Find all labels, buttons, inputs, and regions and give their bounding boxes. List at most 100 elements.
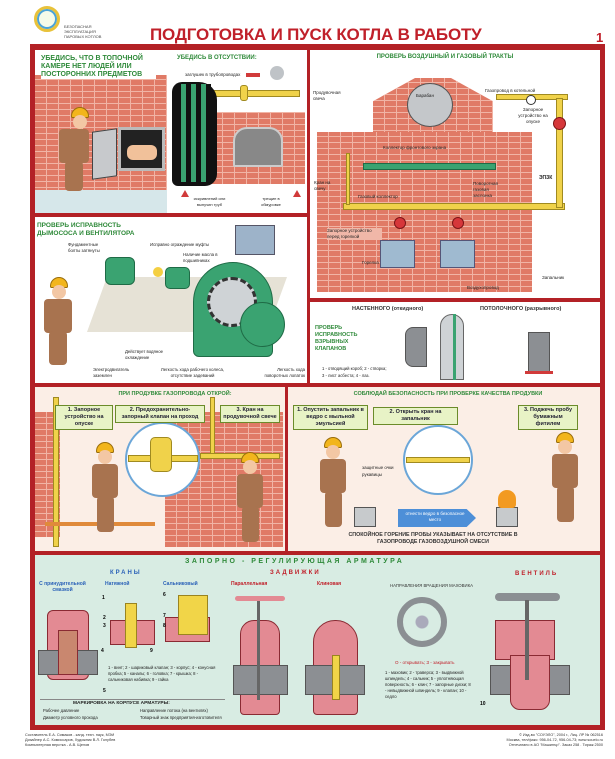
furnace-heading: УБЕДИСЬ, ЧТО В ТОПОЧНОЙ КАМЕРЕ НЕТ ЛЮДЕЙ… [41, 55, 156, 79]
series-name: БЕЗОПАСНАЯ ЭКСПЛУАТАЦИЯ ПАРОВЫХ КОТЛОВ [64, 24, 102, 39]
bucket-icon [354, 507, 376, 527]
move-bucket-text: отнести ведро в безопасное место [405, 511, 465, 522]
label-gas-pipe: Газопровод в котельной [485, 88, 536, 93]
air-gas-tracts-panel: ПРОВЕРЬ ВОЗДУШНЫЙ И ГАЗОВЫЙ ТРАКТЫ Проду… [310, 50, 600, 298]
plugs-label: заглушек в трубопроводах [185, 72, 241, 77]
bucket-icon [496, 507, 518, 527]
credit-line: Компьютерная верстка - А.В. Щелов [25, 743, 90, 747]
marking-heading: МАРКИРОВКА НА КОРПУСЕ АРМАТУРЫ: [73, 701, 170, 706]
wheel-legend: О - открывать; З - закрывать [395, 660, 455, 665]
purge-step-3: 3. Кран на продувочной свече [220, 405, 280, 423]
label-drum: Барабан [416, 93, 434, 98]
logo [34, 6, 60, 32]
label-shutoff-burner: Запорное устройство перед горелкой [327, 228, 382, 240]
furnace-check-panel: УБЕДИСЬ, ЧТО В ТОПОЧНОЙ КАМЕРЕ НЕТ ЛЮДЕЙ… [35, 50, 307, 213]
ppe-goggles: защитные очки [362, 465, 394, 470]
ppe-gloves: рукавицы [362, 472, 382, 477]
label-epzk: ЭПЗК [539, 175, 553, 181]
absence-heading: УБЕДИСЬ В ОТСУТСТВИИ: [177, 55, 257, 61]
wall-valve-title: НАСТЕННОГО (откидного) [352, 306, 424, 312]
purge-quality-panel: СОБЛЮДАЙ БЕЗОПАСНОСТЬ ПРИ ПРОВЕРКЕ КАЧЕС… [288, 387, 600, 551]
pressure-gauge-icon [526, 95, 536, 105]
callout-5: 5 [103, 688, 106, 694]
flame-icon [498, 490, 516, 508]
purge-step-2: 2. Предохранительно-запорный клапан на п… [115, 405, 205, 423]
fan-check-panel: ПРОВЕРЬ ИСПРАВНОСТЬ ДЫМОСОСА И ВЕНТИЛЯТО… [35, 217, 307, 383]
callout-1: 1 [102, 595, 105, 601]
marking-4: Товарный знак предприятия-изготовителя [140, 715, 222, 720]
purge-panel: ПРИ ПРОДУВКЕ ГАЗОПРОВОДА ОТКРОЙ: 1. Запо… [35, 387, 285, 551]
fittings-panel: ЗАПОРНО - РЕГУЛИРУЮЩАЯ АРМАТУРА КРАНЫ ЗА… [35, 555, 600, 725]
purge-heading: ПРИ ПРОДУВКЕ ГАЗОПРОВОДА ОТКРОЙ: [118, 391, 232, 397]
tap-legend: 1 - винт; 2 - шариковый клапан; 3 - корп… [108, 665, 216, 682]
label-guard: Исправно ограждение муфты [150, 242, 210, 247]
purge-step-1: 1. Запорное устройство на опуске [55, 405, 113, 430]
callout-3: 3 [103, 623, 106, 629]
marking-1: Рабочее давление [43, 708, 80, 713]
label-igniter: Запальник [542, 275, 565, 280]
label-burner: Горелка [362, 260, 379, 265]
gate-wedge: Клиновая [317, 581, 342, 587]
callout-9: 9 [150, 648, 153, 654]
safety-heading: СОБЛЮДАЙ БЕЗОПАСНОСТЬ ПРИ ПРОВЕРКЕ КАЧЕС… [353, 391, 543, 397]
tracts-heading: ПРОВЕРЬ ВОЗДУШНЫЙ И ГАЗОВЫЙ ТРАКТЫ [376, 54, 514, 60]
label-bolts: Фундаментные болты затянуты [68, 242, 100, 253]
callout-2: 2 [103, 615, 106, 621]
move-bucket-arrow [398, 509, 476, 527]
valve-legend: 1 - маховик; 2 - траверса; 3 - выдвижной… [385, 670, 471, 699]
fittings-heading: ЗАПОРНО - РЕГУЛИРУЮЩАЯ АРМАТУРА [185, 558, 405, 565]
drum [407, 83, 453, 127]
gate-valves-heading: ЗАДВИЖКИ [270, 570, 321, 576]
explosion-valves-panel: НАСТЕННОГО (откидного) ПОТОЛОЧНОГО (разр… [310, 302, 600, 383]
publisher-line: © Изд-во "СОУЭЛО", 2004 г., Лиц. ЛР № 06… [519, 733, 603, 737]
marking-2: Диаметр условного прохода [43, 715, 98, 720]
page-title: ПОДГОТОВКА И ПУСК КОТЛА В РАБОТУ [150, 25, 482, 44]
safety-step-2: 2. Открыть кран на запальник [373, 407, 458, 425]
callout-8: 8 [163, 623, 166, 629]
label-cooling: Действует водяное охлаждение [125, 349, 164, 360]
label-grounded: Электродвигатель заземлен [93, 367, 130, 378]
label-candle-tap: Кран на свечу [314, 180, 331, 191]
callout-10: 10 [480, 701, 486, 707]
fan-heading: ПРОВЕРЬ ИСПРАВНОСТЬ ДЫМОСОСА И ВЕНТИЛЯТО… [37, 222, 135, 237]
label-air-duct: Воздухопровод [467, 285, 499, 290]
label-impeller: Легкость хода рабочего колеса, отсутстви… [160, 367, 225, 378]
publisher-line: Отпечатано в АО "Машинър". Заказ 258 . Т… [508, 743, 603, 747]
credits: Составитель Е.А. Симаков - канд. техн. н… [25, 733, 115, 748]
tap-tension: Натяжной [105, 581, 130, 587]
credit-line: Составитель Е.А. Симаков - канд. техн. н… [25, 733, 115, 737]
cracks-label: трещин в обмуровке [261, 196, 281, 207]
tap-gland: Сальниковый [163, 581, 198, 587]
credit-line: Дизайнер А.С. Комиссаров, Художник В.Л. … [25, 738, 116, 742]
taps-heading: КРАНЫ [110, 570, 142, 576]
label-front-collector: Коллектор фронтового экрана [383, 145, 447, 150]
ceiling-valve-title: ПОТОЛОЧНОГО (разрывного) [480, 306, 562, 312]
label-purge-candle: Продувочная свеча [313, 90, 341, 101]
wheel-heading: НАПРАВЛЕНИЯ ВРАЩЕНИЯ МАХОВИКА [390, 583, 473, 588]
label-shutoff-descent: Запорное устройство на опуске [518, 107, 548, 124]
globe-valve-heading: ВЕНТИЛЬ [515, 571, 559, 577]
safety-step-1: 1. Опустить запальник в ведро с мыльной … [293, 405, 368, 430]
publisher-info: © Изд-во "СОУЭЛО", 2004 г., Лиц. ЛР № 06… [506, 733, 603, 748]
label-rotary-damper: Поворотная газовая заслонка [473, 181, 498, 198]
callout-7: 7 [163, 613, 166, 619]
valves-heading: ПРОВЕРЬ ИСПРАВНОСТЬ ВЗРЫВНЫХ КЛАПАНОВ [315, 325, 358, 352]
safety-step-3: 3. Поджечь пробу бумажным фитилем [518, 405, 578, 430]
publisher-line: Москва, тел/факс: 956-04-72, 956-04-73; … [506, 738, 603, 742]
handwheel-icon [397, 597, 447, 647]
safety-conclusion: СПОКОЙНОЕ ГОРЕНИЕ ПРОБЫ УКАЗЫВАЕТ НА ОТС… [348, 532, 518, 545]
marking-3: Направление потока (на вентилях) [140, 708, 208, 713]
callout-4: 4 [101, 648, 104, 654]
label-gas-collector: Газовый коллектор [358, 194, 398, 199]
tap-forced-lube: С принудительной смазкой [39, 581, 86, 593]
bends-label: искривлений или выпучин труб [193, 196, 226, 207]
valves-legend-1: 1 - отводящий короб; 2 - створка; [322, 366, 387, 371]
gate-parallel: Параллельная [231, 581, 268, 587]
page-number: 1 [596, 30, 604, 45]
plug-icon [270, 66, 284, 80]
red-arrow-icon [246, 73, 260, 77]
label-blades: Легкость хода поворотных лопаток [264, 367, 305, 378]
valves-legend-2: 3 - лист асбеста; 4 - лаз. [322, 373, 370, 378]
label-oil: Наличие масла в подшипниках [183, 252, 218, 263]
callout-6: 6 [163, 592, 166, 598]
